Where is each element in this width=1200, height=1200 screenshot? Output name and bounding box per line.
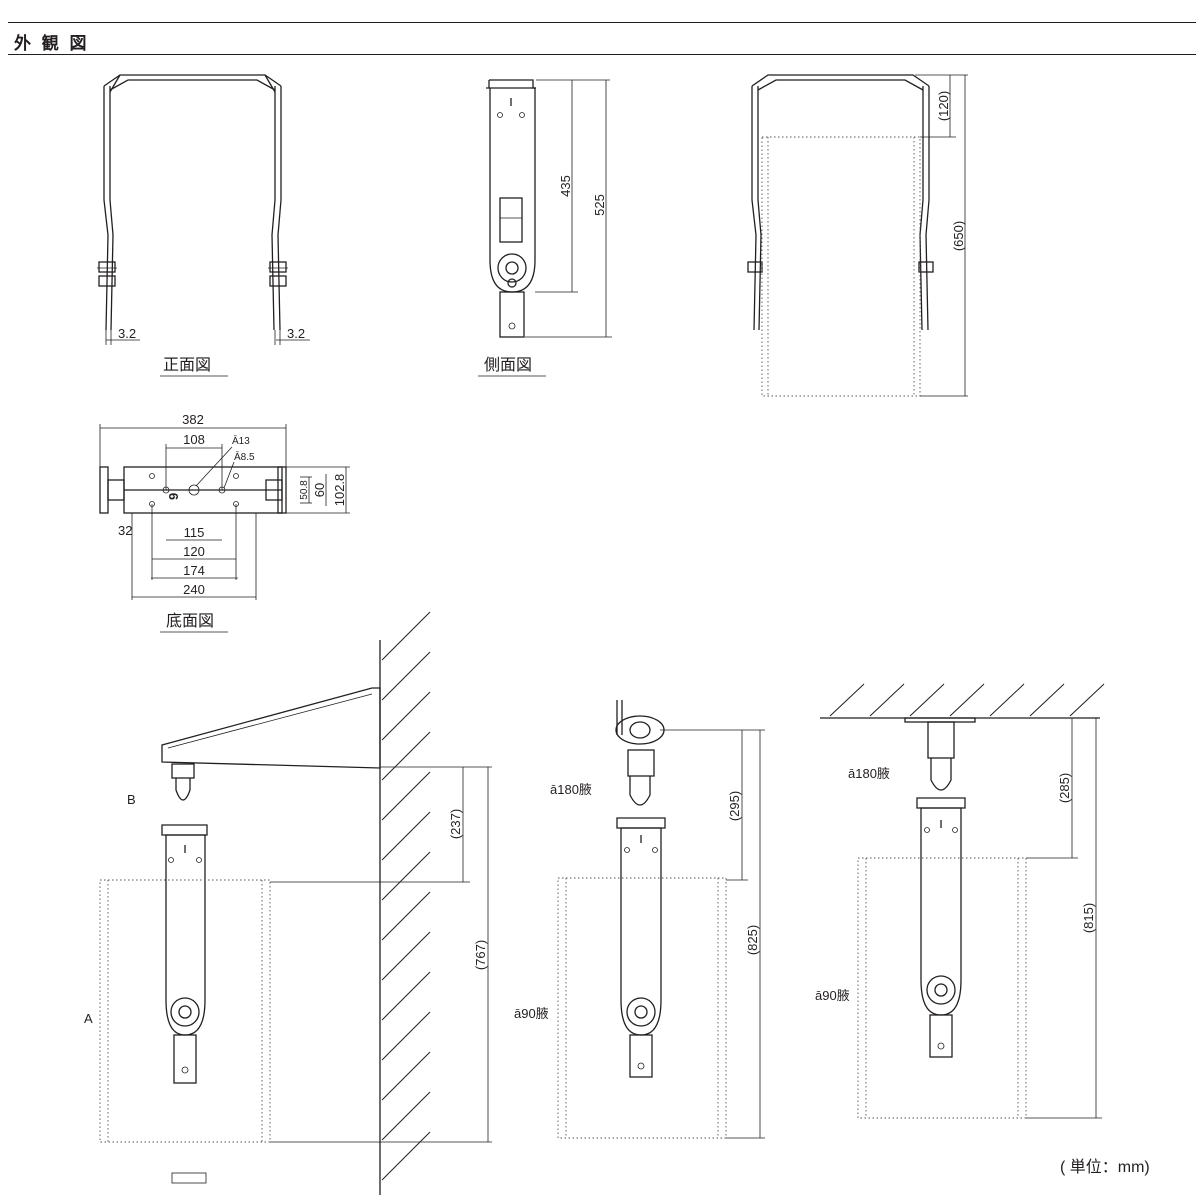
hatch-line (989, 683, 1025, 717)
pipe-mount-view: (295) (825) ā180腋 ā90腋 (514, 700, 765, 1139)
hatch-line (869, 683, 905, 717)
hatch-line (829, 683, 865, 717)
wall-mount-view: (237) (767) B A (84, 611, 492, 1195)
ceiling-dim-815: (815) (1081, 903, 1096, 933)
ceiling-hatch (829, 683, 1105, 717)
hatch-line (381, 731, 431, 781)
speaker-dim-120: (120) (936, 91, 951, 121)
hatch-line (381, 611, 431, 661)
bottom-dim-382: 382 (182, 412, 204, 427)
ceiling-dim-285: (285) (1057, 773, 1072, 803)
bottom-dim-9: 9 (166, 493, 181, 500)
bottom-dim-115: 115 (184, 525, 205, 540)
hatch-line (381, 1051, 431, 1101)
bottom-dim-508: 50.8 (299, 480, 310, 500)
hatch-line (1029, 683, 1065, 717)
hatch-line (381, 651, 431, 701)
front-view-caption: 正面図 (163, 357, 211, 374)
hatch-line (909, 683, 945, 717)
bottom-dim-phi85: Ā8.5 (234, 451, 255, 463)
pipe-dim-825: (825) (745, 925, 760, 955)
side-view-caption: 側面図 (484, 356, 532, 374)
front-dim-right: 3.2 (287, 326, 305, 341)
side-view: 435 525 側面図 (478, 79, 612, 377)
header-bar: 外 観 図 (8, 22, 1196, 55)
bottom-view-caption: 底面図 (166, 612, 214, 630)
bottom-dim-120: 120 (183, 544, 205, 559)
hatch-line (381, 691, 431, 741)
hatch-line (381, 931, 431, 981)
speaker-view: (120) (650) (747, 74, 968, 397)
hatch-line (381, 891, 431, 941)
pipe-label-rot180: ā180腋 (550, 782, 592, 797)
side-dim-435: 435 (558, 175, 573, 197)
wall-dim-767: (767) (473, 940, 488, 970)
hatch-line (381, 811, 431, 861)
hatch-line (381, 1011, 431, 1061)
pipe-label-rot90: ā90腋 (514, 1006, 549, 1021)
bottom-view: 382 108 Ā13 Ā8.5 50.8 60 102.8 9 32 115 … (99, 412, 350, 633)
hatch-line (381, 851, 431, 901)
hatch-line (381, 1091, 431, 1141)
bottom-dim-32: 32 (118, 523, 132, 538)
bottom-dim-60: 60 (312, 483, 327, 497)
hatch-line (381, 971, 431, 1021)
header-title: 外 観 図 (14, 34, 90, 53)
wall-label-b: B (127, 792, 136, 807)
ceiling-label-rot180: ā180腋 (848, 766, 890, 781)
hatch-line (381, 771, 431, 821)
bottom-dim-108: 108 (183, 432, 205, 447)
ceiling-label-rot90: ā90腋 (815, 988, 850, 1003)
wall-dim-237: (237) (448, 809, 463, 839)
hatch-line (1069, 683, 1105, 717)
ceiling-mount-view: (285) (815) ā180腋 ā90腋 (815, 683, 1105, 1119)
bottom-dim-1028: 102.8 (332, 474, 347, 507)
hatch-line (381, 1131, 431, 1181)
wall-hatch (381, 611, 431, 1181)
wall-label-a: A (84, 1011, 93, 1026)
unit-note: ( 単位：mm) (1060, 1158, 1150, 1176)
bottom-dim-240: 240 (183, 582, 205, 597)
bottom-dim-174: 174 (183, 563, 205, 578)
speaker-dim-650: (650) (951, 221, 966, 251)
front-view: 3.2 3.2 正面図 (97, 74, 310, 377)
front-dim-left: 3.2 (118, 326, 136, 341)
side-dim-525: 525 (592, 194, 607, 216)
pipe-dim-295: (295) (727, 791, 742, 821)
hatch-line (949, 683, 985, 717)
bottom-dim-phi13: Ā13 (232, 435, 250, 447)
